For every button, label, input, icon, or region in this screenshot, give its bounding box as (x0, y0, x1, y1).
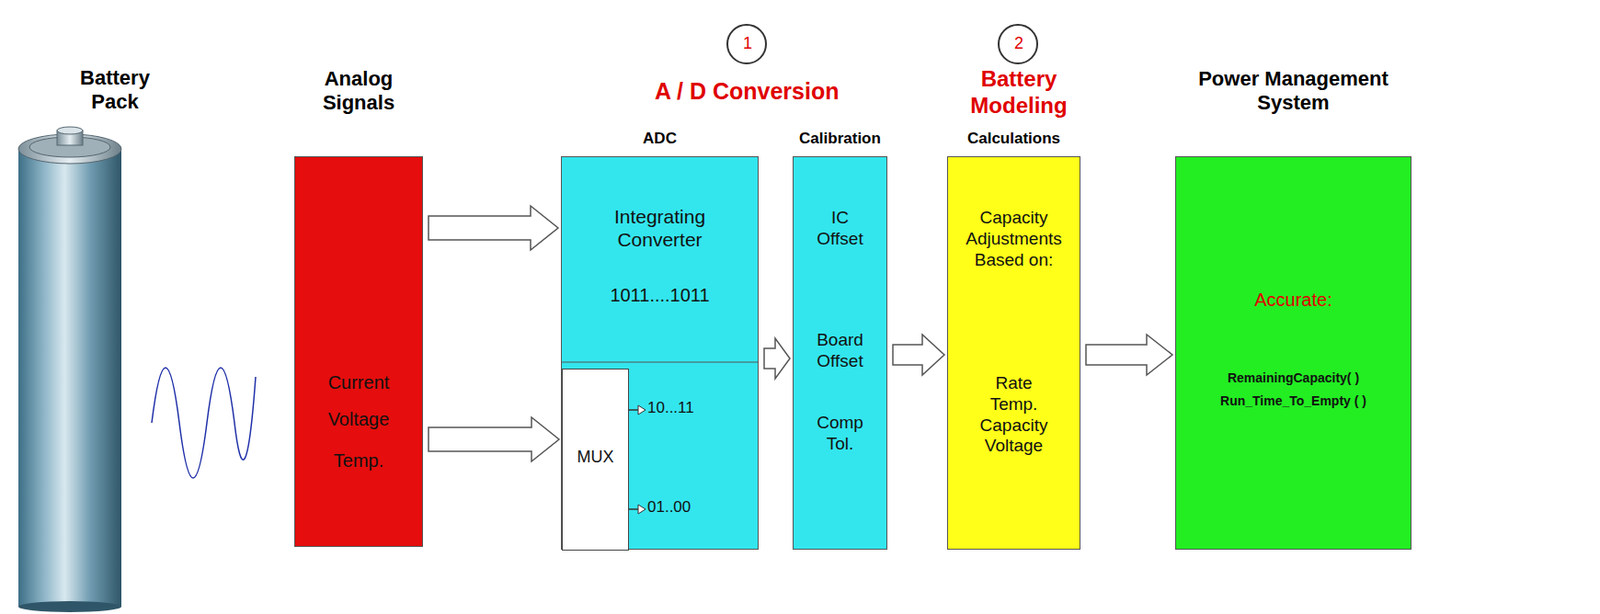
function-name: Run_Time_To_Empty ( ) (1183, 393, 1405, 410)
box-text: Capacity Adjustments Based on: (956, 207, 1072, 271)
callout-circle: 1 (726, 23, 767, 65)
signal-box: Analog SignalsCurrentVoltageTemp. (294, 156, 423, 548)
callout-circle: 2 (997, 23, 1039, 65)
box-text: Integrating Converter (595, 205, 725, 252)
part-heading: Battery Pack (59, 66, 171, 115)
bit-pattern: 01..00 (647, 498, 691, 517)
block-arrow (764, 338, 790, 379)
block-arrow (428, 205, 559, 251)
callout-number: 1 (729, 34, 766, 55)
signal-name: Current (298, 371, 419, 394)
modeling-box: CalculationsCapacity Adjustments Based o… (947, 156, 1081, 550)
box-text: IC Offset (808, 207, 873, 251)
bit-pattern: 10...11 (647, 399, 695, 418)
box-text: Comp Tol. (808, 412, 873, 456)
block-arrow (892, 334, 945, 376)
box-text: Rate Temp. Capacity Voltage (972, 373, 1056, 458)
column-heading: Calibration (776, 129, 905, 149)
status-text: Accurate: (1183, 288, 1405, 311)
output-arrow (628, 508, 639, 511)
bit-pattern: 1011....1011 (568, 284, 753, 307)
arrow-head (638, 504, 646, 515)
column-heading: Power Management System (1185, 67, 1402, 116)
mux-box: MUX (561, 368, 629, 551)
column-heading: ADC (568, 129, 753, 149)
signal-name: Voltage (298, 408, 419, 431)
box-text: MUX (563, 447, 629, 469)
divider-line (560, 362, 759, 364)
callout-number: 2 (1000, 34, 1038, 55)
arrow-head (638, 405, 646, 415)
stage-heading: Battery Modeling (959, 66, 1079, 120)
battery-cell (18, 126, 122, 613)
block-arrow (1085, 334, 1173, 376)
block-arrow (428, 417, 560, 462)
sine-wave (151, 367, 256, 479)
output-arrow (628, 409, 639, 412)
signal-name: Temp. (298, 449, 419, 472)
system-box: Power Management SystemAccurate:Remainin… (1175, 156, 1412, 550)
function-name: RemainingCapacity( ) (1183, 370, 1405, 387)
box-text: Board Offset (808, 330, 873, 373)
column-heading: Analog Signals (298, 67, 419, 116)
column-heading: Calculations (940, 129, 1088, 149)
calibration-box: CalibrationIC OffsetBoard OffsetComp Tol… (792, 156, 888, 550)
stage-heading: A / D Conversion (654, 77, 840, 105)
adc-box: ADCIntegrating Converter1011....1011MUX (560, 156, 759, 550)
